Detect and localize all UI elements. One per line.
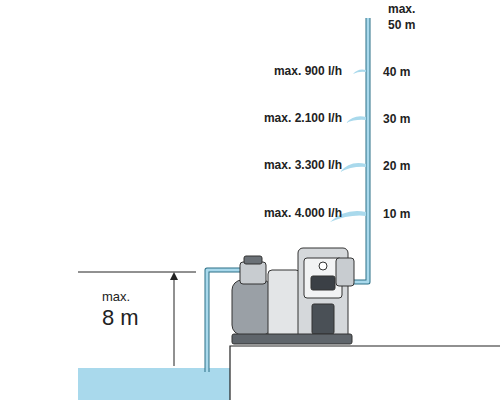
water-jet [340, 163, 366, 172]
water-jet [346, 116, 366, 123]
head-height: max. [388, 2, 415, 16]
pressure-pipe [350, 18, 368, 282]
flow-rate: max. 2.100 l/h [264, 111, 342, 125]
platform [230, 346, 500, 400]
arrowhead [170, 272, 178, 280]
height-dimension: max. [102, 290, 130, 304]
dimension-line [78, 272, 196, 273]
dimension-line [174, 278, 175, 366]
head-height: 10 m [383, 207, 410, 221]
height-dimension: 8 m [102, 306, 139, 330]
head-height: 20 m [383, 159, 410, 173]
flow-rate: max. 900 l/h [274, 64, 342, 78]
flow-rate: max. 3.300 l/h [264, 158, 342, 172]
head-height: 50 m [388, 18, 415, 32]
head-height: 30 m [383, 112, 410, 126]
head-height: 40 m [383, 65, 410, 79]
water [78, 368, 230, 400]
pump [232, 248, 354, 344]
flow-rate: max. 4.000 l/h [264, 206, 342, 220]
water-jet [353, 70, 366, 75]
